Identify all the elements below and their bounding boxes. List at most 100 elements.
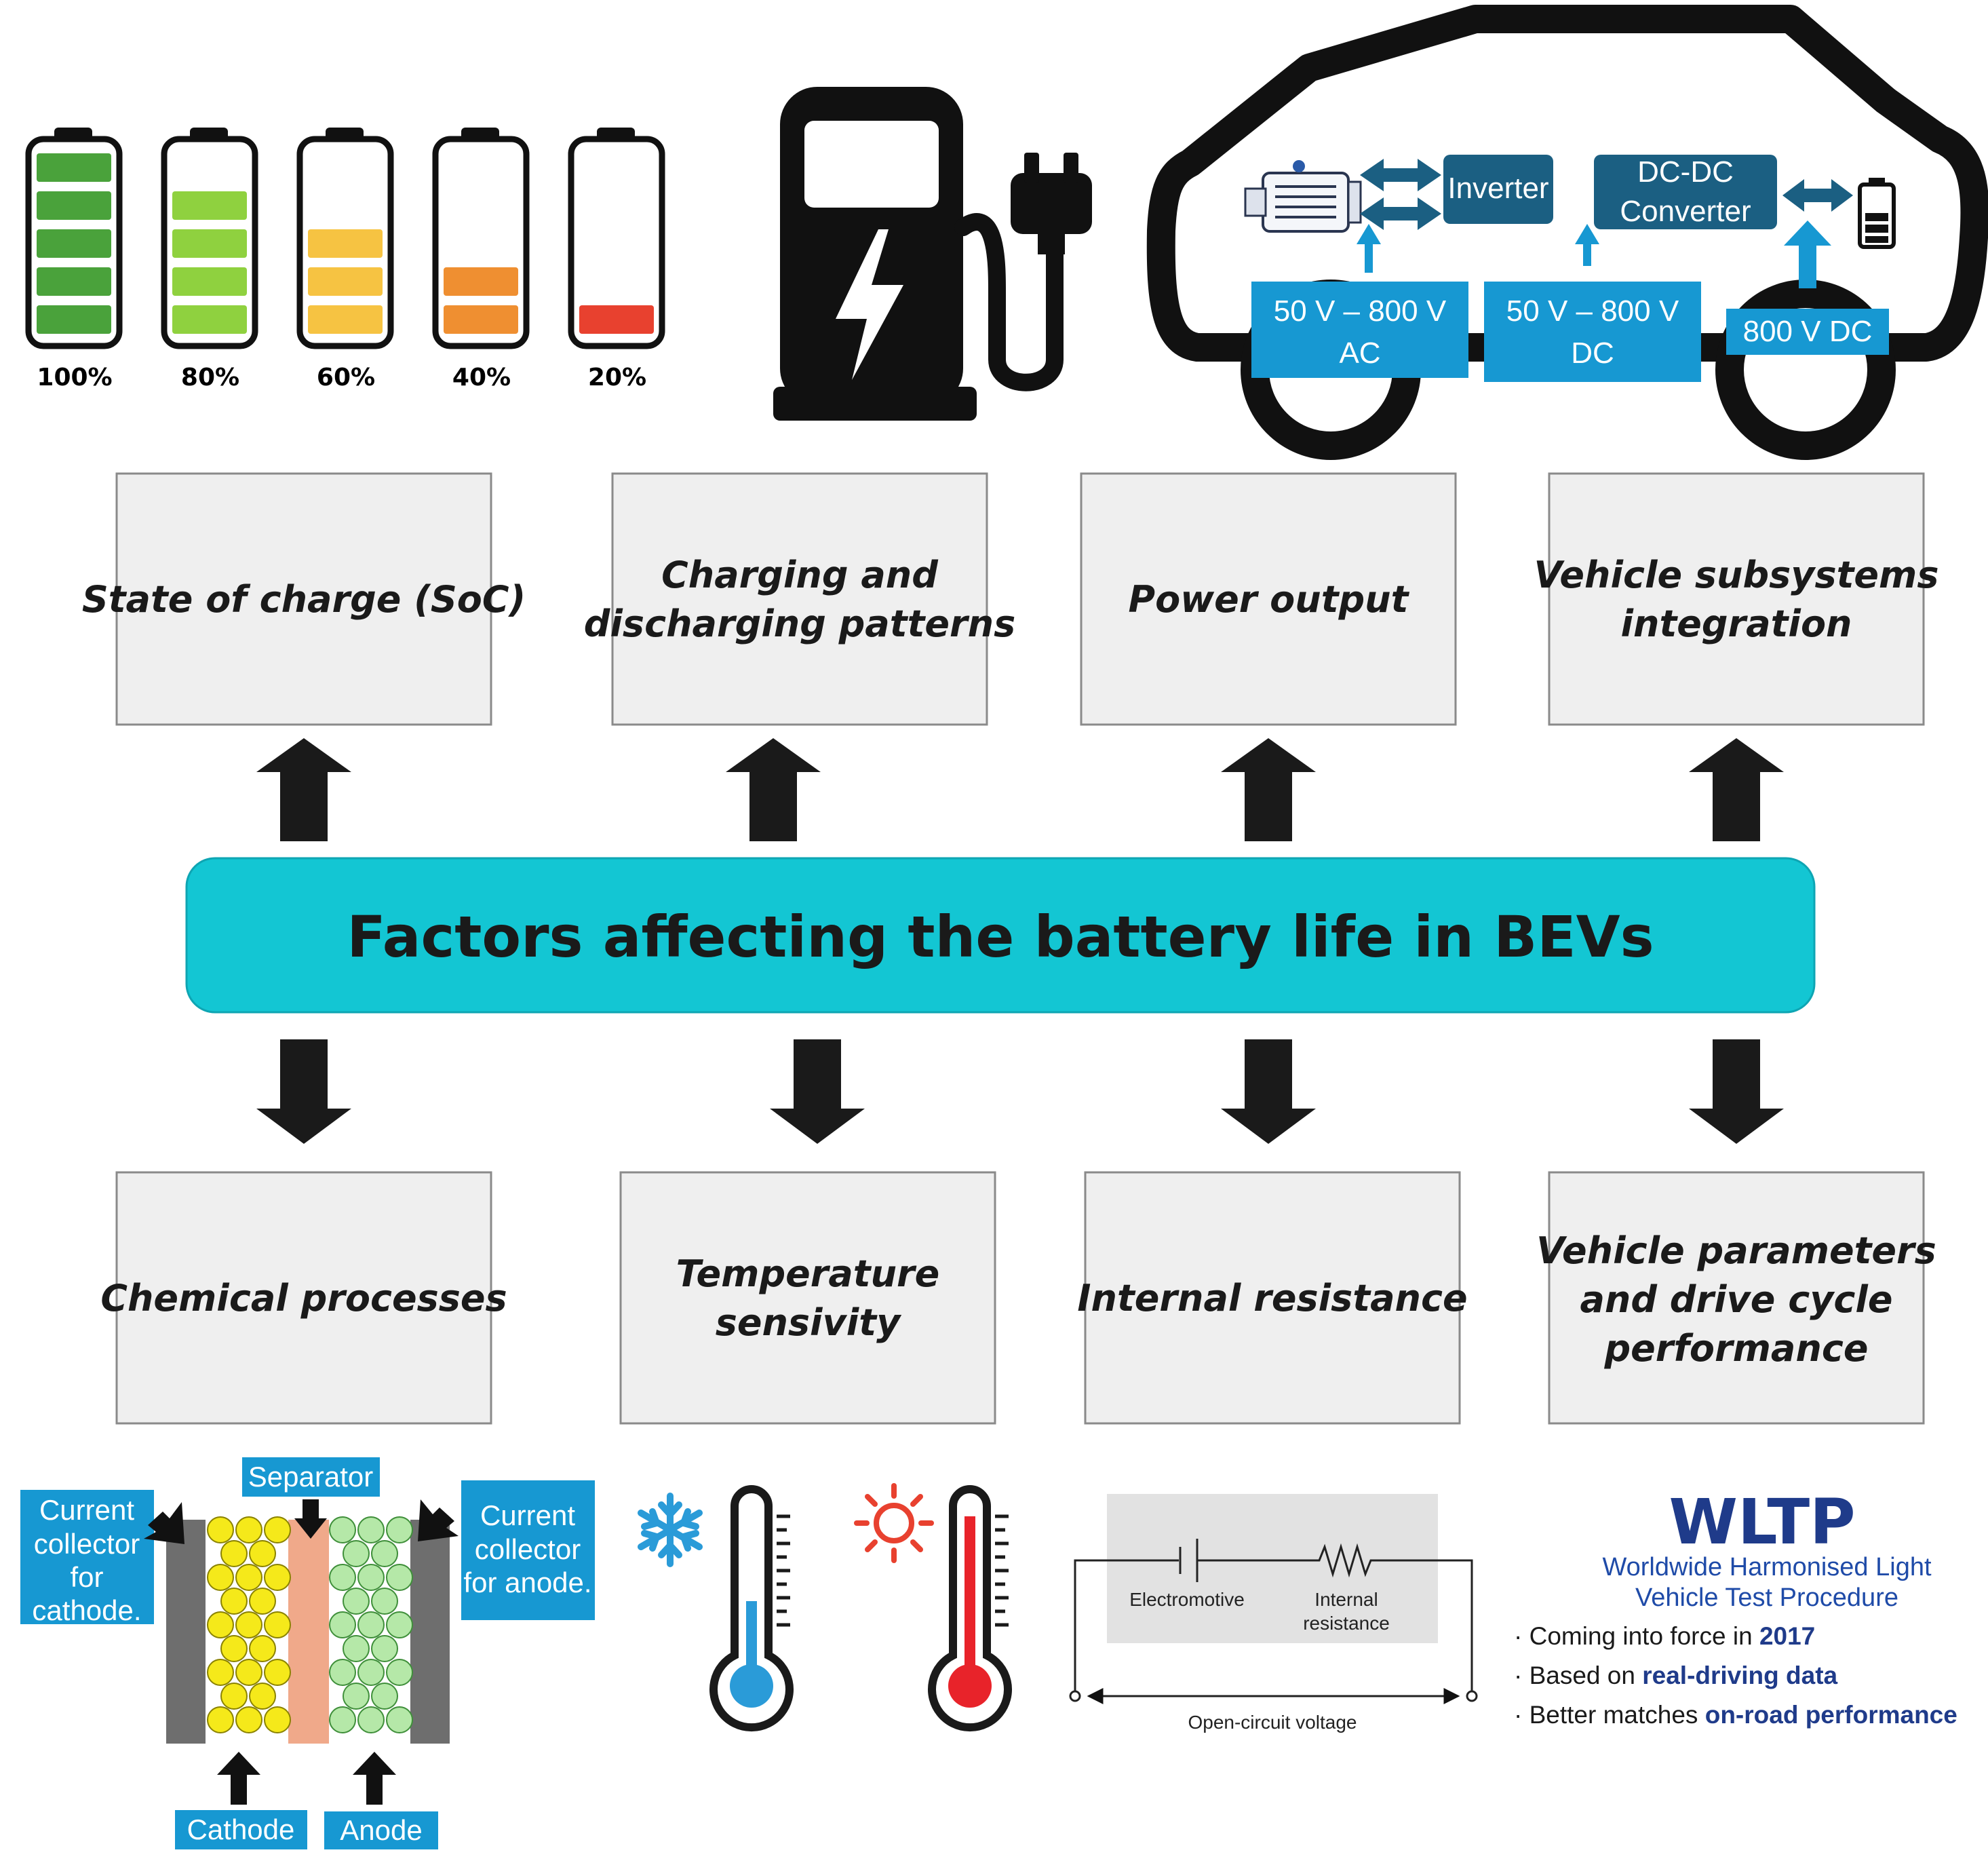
dc800-box: 800 V DC — [1726, 309, 1889, 355]
down-arrow-4 — [1689, 1039, 1784, 1144]
particle — [343, 1635, 370, 1662]
battery-label-100: 100% — [37, 364, 112, 391]
battery-60-icon — [296, 128, 394, 349]
battery-100-icon — [25, 128, 123, 349]
particle — [386, 1564, 413, 1591]
dc-voltage-line1: 50 V – 800 V — [1506, 294, 1679, 328]
particle — [220, 1683, 248, 1710]
anode-label: Anode — [340, 1814, 422, 1846]
cathode-particles — [207, 1516, 291, 1733]
particle — [371, 1588, 398, 1615]
particle — [264, 1706, 291, 1733]
particle — [235, 1611, 262, 1638]
up-arrow-2 — [726, 738, 821, 841]
wltp-subtitle-line2: Vehicle Test Procedure — [1635, 1583, 1898, 1612]
wltp-subtitle-line1: Worldwide Harmonised Light — [1602, 1553, 1932, 1581]
separator-arrow — [294, 1499, 327, 1539]
particle — [249, 1588, 276, 1615]
particle — [357, 1659, 385, 1686]
ac-voltage-line2: AC — [1339, 337, 1380, 370]
anode-particles — [329, 1516, 413, 1733]
snowflake-icon — [638, 1493, 703, 1567]
battery-label-20: 20% — [588, 364, 646, 391]
particle — [329, 1516, 356, 1543]
down-arrow-3 — [1221, 1039, 1316, 1144]
bottom-box-2-line1: Temperature — [676, 1252, 940, 1295]
particle — [220, 1635, 248, 1662]
charging-station-icon — [773, 87, 1092, 421]
bottom-box-4-line2: and drive cycle — [1580, 1278, 1892, 1321]
dc-voltage-line2: DC — [1571, 337, 1614, 370]
inverter-box: Inverter — [1443, 155, 1553, 224]
cathode-label: Cathode — [187, 1813, 295, 1845]
title-banner: Factors affecting the battery life in BE… — [185, 857, 1816, 1014]
bottom-box-4-line1: Vehicle parameters — [1536, 1229, 1936, 1272]
bottom-factor-box-vehicle-params: Vehicle parameters and drive cycle perfo… — [1536, 1171, 1936, 1425]
particle — [220, 1588, 248, 1615]
anode-label-box: Anode — [324, 1811, 438, 1849]
cathode-collector-arrow — [144, 1502, 184, 1544]
particle — [264, 1564, 291, 1591]
separator-layer — [288, 1520, 329, 1744]
up-arrow-4 — [1689, 738, 1784, 841]
internal-label-line2: resistance — [1303, 1613, 1390, 1634]
battery-label-60: 60% — [317, 364, 375, 391]
particle — [343, 1540, 370, 1567]
dc-voltage-box: 50 V – 800 V DC — [1484, 282, 1701, 382]
top-factor-box-soc: State of charge (SoC) — [82, 472, 526, 726]
top-box-4-line1: Vehicle subsystems — [1534, 554, 1939, 596]
particle — [235, 1706, 262, 1733]
particle — [207, 1611, 234, 1638]
particle — [264, 1659, 291, 1686]
up-arrow-1 — [256, 738, 351, 841]
particle — [357, 1706, 385, 1733]
anode-collector-arrow — [418, 1499, 459, 1541]
electric-motor-icon — [1244, 160, 1362, 233]
top-box-2-line1: Charging and — [661, 554, 939, 596]
cc-anode-line1: Current — [480, 1499, 575, 1531]
cc-cathode-line1: Current — [39, 1494, 134, 1526]
bottom-factor-box-chemical: Chemical processes — [100, 1171, 507, 1425]
particle — [249, 1683, 276, 1710]
battery-label-80: 80% — [181, 364, 239, 391]
bottom-box-1-line1: Chemical processes — [100, 1277, 507, 1320]
particle — [264, 1611, 291, 1638]
particle — [207, 1706, 234, 1733]
dc-dc-label-line2: Converter — [1620, 195, 1751, 228]
internal-resistance-circuit: Electromotive Internal resistance Open-c… — [1069, 1494, 1478, 1733]
electromotive-label: Electromotive — [1129, 1589, 1245, 1610]
separator-label: Separator — [248, 1461, 373, 1493]
sun-icon — [854, 1483, 934, 1563]
battery-cell-illustration — [166, 1516, 450, 1744]
cathode-collector-label-box: Current collector for cathode. — [20, 1490, 154, 1626]
anode-collector-plate — [410, 1520, 450, 1744]
particle — [386, 1659, 413, 1686]
cc-cathode-line2: collector — [34, 1528, 140, 1560]
particle — [386, 1611, 413, 1638]
top-factor-box-power: Power output — [1080, 472, 1457, 726]
battery-40-icon — [432, 128, 530, 349]
diagram-title: Factors affecting the battery life in BE… — [347, 904, 1654, 970]
cc-anode-line3: for anode. — [463, 1567, 591, 1598]
hot-thermometer-icon — [928, 1485, 1012, 1732]
particle — [371, 1635, 398, 1662]
top-box-4-line2: integration — [1621, 602, 1852, 645]
particle — [343, 1588, 370, 1615]
top-factor-box-subsystems: Vehicle subsystems integration — [1534, 472, 1939, 726]
wltp-logo: WLTP — [1669, 1486, 1855, 1558]
anode-collector-label-box: Current collector for anode. — [461, 1480, 595, 1620]
particle — [329, 1564, 356, 1591]
cathode-collector-plate — [166, 1520, 206, 1744]
ac-voltage-line1: 50 V – 800 V — [1274, 294, 1447, 328]
bottom-box-4-line3: performance — [1604, 1327, 1869, 1370]
down-arrows — [256, 1039, 1784, 1144]
resistor-symbol — [1197, 1543, 1473, 1694]
cathode-arrow — [217, 1752, 260, 1805]
wltp-bullet-2: · Based on real-driving data — [1514, 1662, 1838, 1689]
particle — [207, 1564, 234, 1591]
particle — [343, 1683, 370, 1710]
cc-cathode-line3: for — [70, 1561, 103, 1593]
down-arrow-1 — [256, 1039, 351, 1144]
particle — [235, 1516, 262, 1543]
top-box-1-line1: State of charge (SoC) — [82, 578, 526, 621]
